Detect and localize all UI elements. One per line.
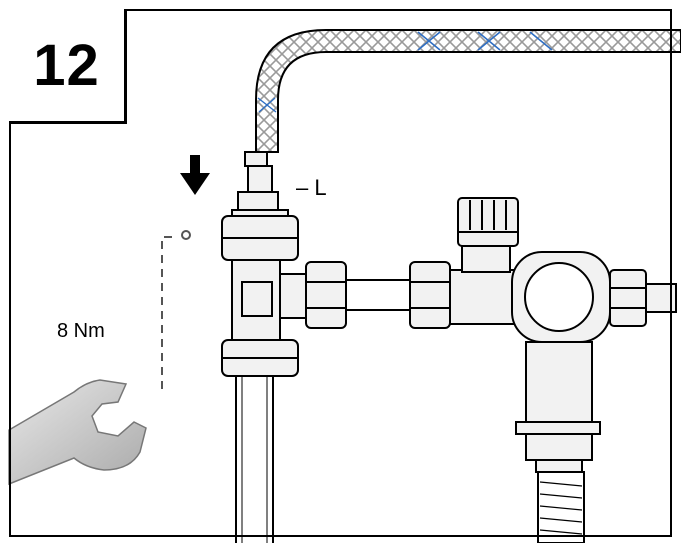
tee-fitting	[221, 209, 299, 377]
reducing-valve	[511, 251, 677, 473]
horizontal-pipe	[279, 261, 451, 329]
braided-hose	[255, 29, 681, 153]
step-number: 12	[33, 32, 100, 98]
torque-label: 8 Nm	[57, 320, 105, 342]
valve-body	[449, 197, 521, 325]
down-arrow-icon	[180, 155, 210, 195]
hose-fitting	[237, 151, 279, 211]
diagram-frame	[9, 9, 672, 537]
wrench-icon	[8, 379, 147, 486]
step-number-box: 12	[9, 9, 127, 124]
length-label: – L	[296, 175, 327, 200]
torque-indicator	[161, 230, 191, 390]
drain-pipe	[537, 471, 585, 543]
vertical-pipe	[235, 376, 274, 543]
